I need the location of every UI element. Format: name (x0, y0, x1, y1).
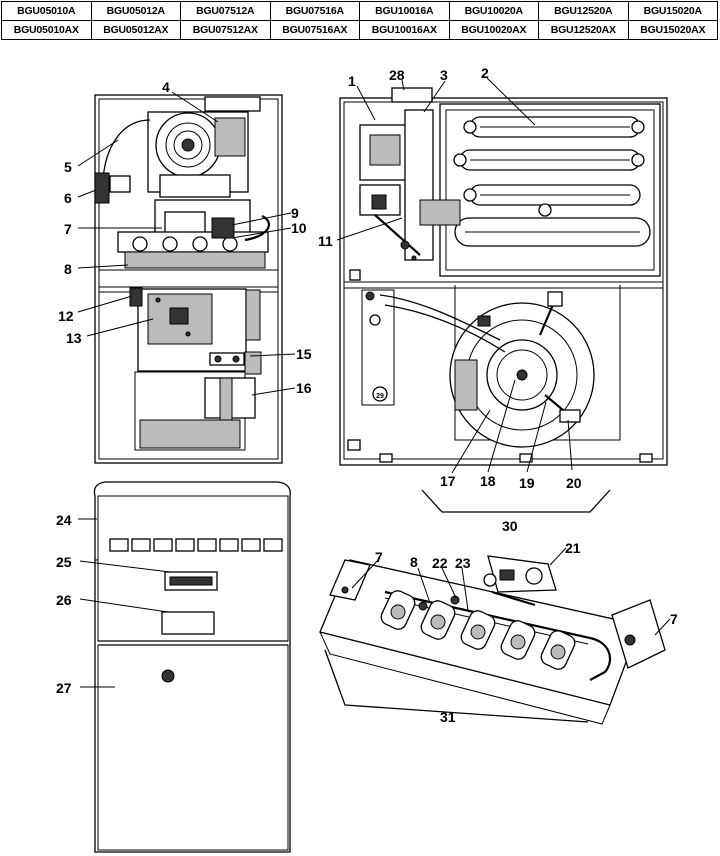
control-board (137, 288, 247, 372)
pressure-switch (94, 172, 110, 204)
callout-7-right: 7 (670, 611, 678, 627)
model-cell: BGU10020A (448, 1, 539, 21)
heat-exchanger (439, 103, 661, 277)
furnace-doors (93, 481, 291, 853)
model-cell: BGU15020AX (627, 20, 718, 40)
model-cell: BGU10020AX (448, 20, 539, 40)
limit-switch (129, 287, 143, 307)
callout-20: 20 (566, 475, 582, 491)
model-cell: BGU10016AX (359, 20, 450, 40)
callout-21: 21 (565, 540, 581, 556)
callout-6: 6 (64, 190, 72, 206)
callout-8: 8 (64, 261, 72, 277)
leader-lines (77, 77, 671, 688)
callout-12: 12 (58, 308, 74, 324)
burner-tubes (380, 590, 576, 670)
callout-5: 5 (64, 159, 72, 175)
callout-2: 2 (481, 65, 489, 81)
callout-8-burner: 8 (410, 554, 418, 570)
vent-outlet (391, 87, 433, 103)
callout-4: 4 (162, 79, 170, 95)
callout-10: 10 (291, 220, 307, 236)
callout-13: 13 (66, 330, 82, 346)
callout-11: 11 (318, 233, 333, 249)
callout-19: 19 (519, 475, 535, 491)
gas-valve (483, 555, 557, 607)
callout-28: 28 (389, 67, 405, 83)
callout-25: 25 (56, 554, 72, 570)
callout-17: 17 (440, 473, 456, 489)
callout-24: 24 (56, 512, 72, 528)
burner-assembly-exploded (319, 555, 666, 725)
callout-27: 27 (56, 680, 72, 696)
blower-group-bracket (421, 489, 611, 513)
model-cell: BGU07512AX (180, 20, 271, 40)
callout-7: 7 (64, 221, 72, 237)
model-cell: BGU07516AX (269, 20, 360, 40)
model-number-table: BGU05010A BGU05012A BGU07512A BGU07516A … (1, 1, 718, 40)
model-row-standard: BGU05010A BGU05012A BGU07512A BGU07516A … (1, 1, 718, 21)
callout-23: 23 (455, 555, 471, 571)
inducer-blower (147, 111, 249, 198)
model-cell: BGU10016A (359, 1, 450, 21)
model-row-ax: BGU05010AX BGU05012AX BGU07512AX BGU0751… (1, 20, 718, 40)
callout-9: 9 (291, 205, 299, 221)
item-29-marker (372, 386, 388, 402)
callout-18: 18 (480, 473, 496, 489)
callout-22: 22 (432, 555, 448, 571)
model-cell: BGU12520AX (538, 20, 629, 40)
callout-1: 1 (348, 73, 356, 89)
rating-plate (161, 611, 215, 635)
door-knob (161, 669, 175, 683)
callout-15: 15 (296, 346, 312, 362)
burner-assembly-front (117, 215, 271, 269)
burner-group-bracket (324, 649, 589, 723)
model-cell: BGU05012AX (90, 20, 181, 40)
callout-26: 26 (56, 592, 72, 608)
blower-assembly (379, 285, 621, 448)
callout-30: 30 (502, 518, 518, 534)
furnace-front-view (94, 94, 283, 464)
callout-31: 31 (440, 709, 456, 725)
door-louvers (109, 538, 283, 552)
callout-7-left: 7 (375, 549, 383, 565)
callout-labels: 4 5 6 7 8 9 10 12 13 15 16 1 28 3 2 11 1… (56, 65, 678, 725)
callout-3: 3 (440, 67, 448, 83)
callout-16: 16 (296, 380, 312, 396)
callout-29: 29 (376, 393, 384, 400)
furnace-side-view (339, 87, 668, 466)
